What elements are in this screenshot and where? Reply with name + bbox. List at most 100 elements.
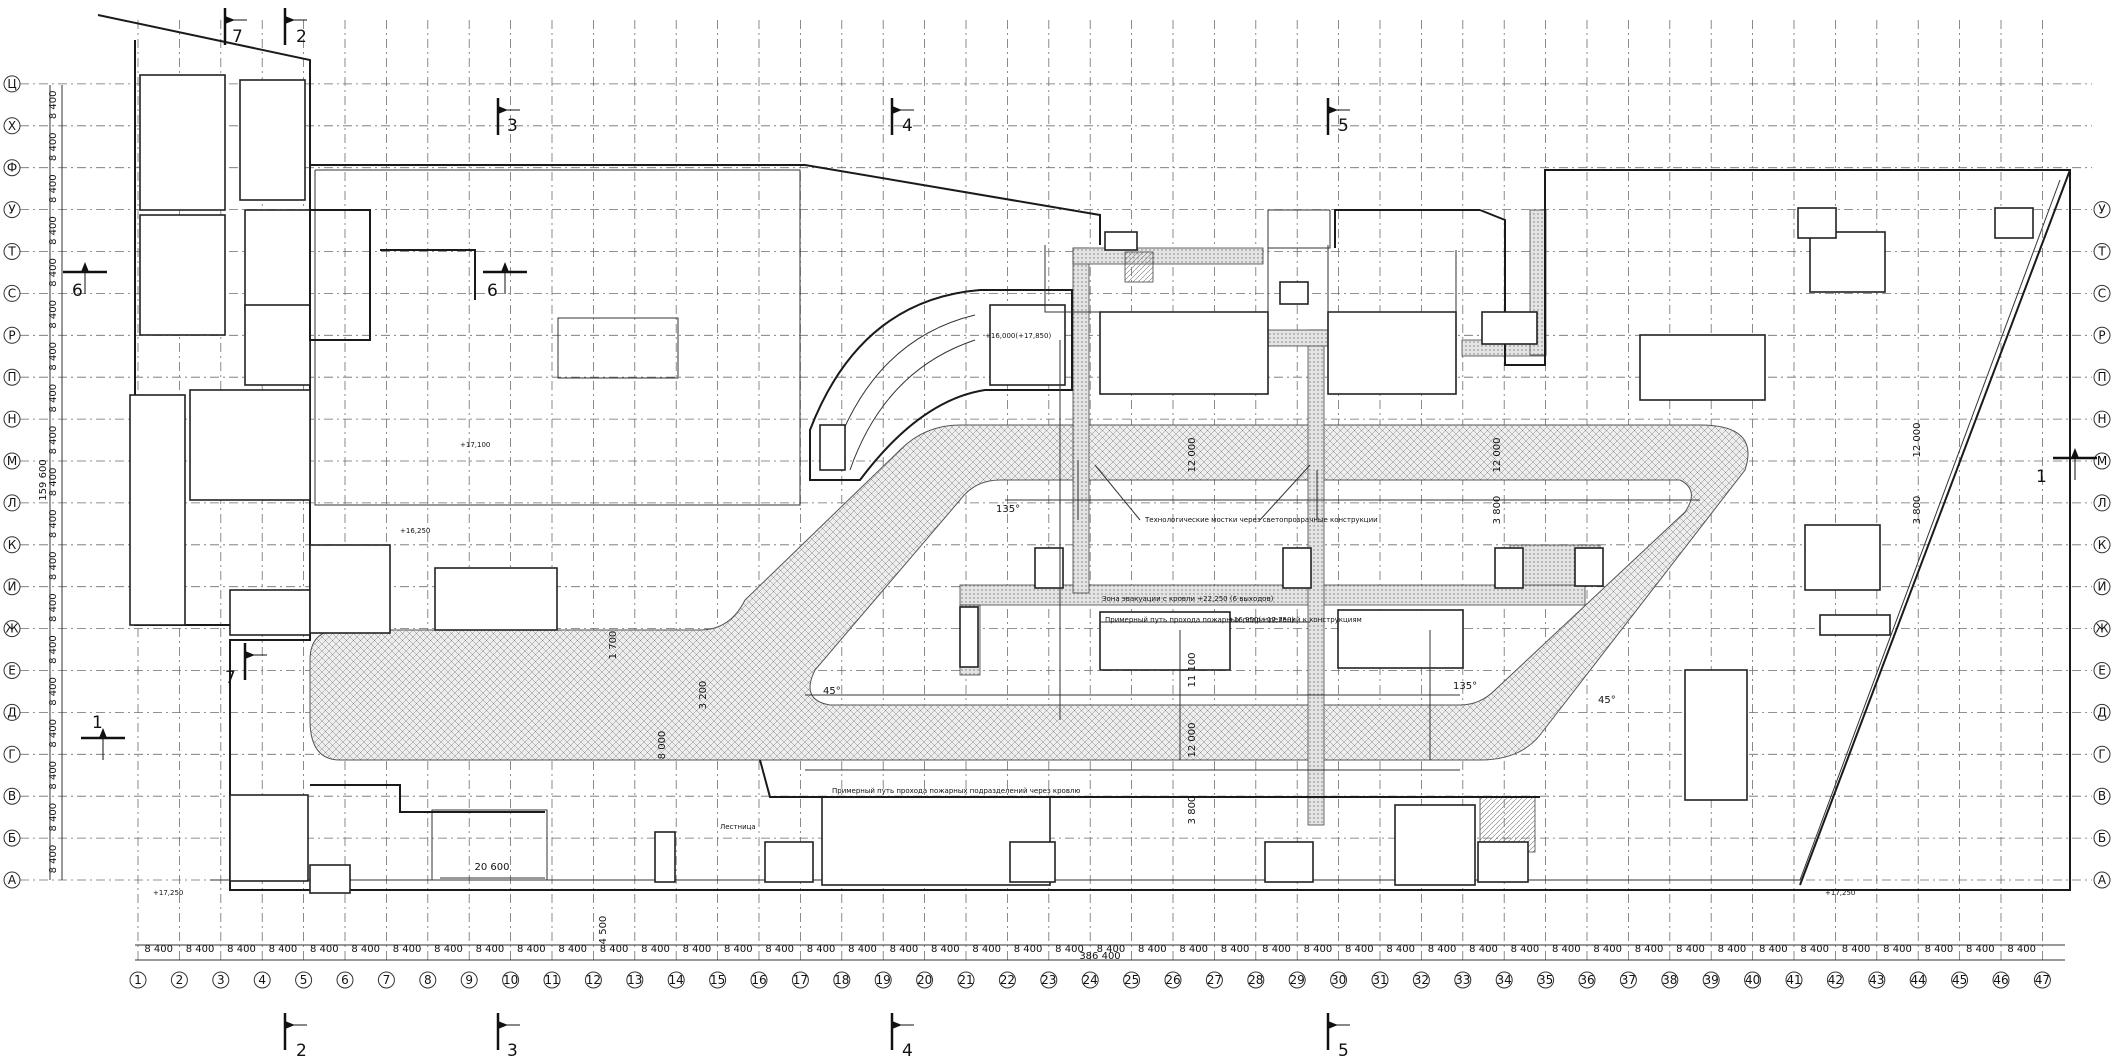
axis-bubble-col-34 <box>1495 971 1513 989</box>
axis-label-col-23: 23 <box>1041 973 1056 987</box>
axis-label-col-7: 7 <box>383 973 391 987</box>
axis-label-col-18: 18 <box>834 973 849 987</box>
axis-label-col-26: 26 <box>1165 973 1180 987</box>
axis-label-row-left-Н: Н <box>7 412 16 426</box>
axis-bubble-row-left-Д <box>3 703 21 721</box>
elev-16250: +16,250 <box>400 527 430 535</box>
bay-dim-col-16: 8 400 <box>765 944 794 955</box>
axis-bubble-col-12 <box>584 971 602 989</box>
axis-bubble-col-14 <box>667 971 685 989</box>
dim-8000: 8 000 <box>657 731 668 760</box>
bay-dim-row-М: 8 400 <box>48 426 59 455</box>
axis-bubble-row-left-И <box>3 578 21 596</box>
axis-label-row-left-У: У <box>8 203 16 217</box>
axis-bubble-row-left-У <box>3 201 21 219</box>
axis-label-col-17: 17 <box>793 973 808 987</box>
hatch-stair-top <box>1124 251 1154 283</box>
axis-label-row-left-Ф: Ф <box>7 161 17 175</box>
bay-dim-col-41: 8 400 <box>1800 944 1829 955</box>
axis-label-col-44: 44 <box>1911 973 1926 987</box>
bay-dim-col-35: 8 400 <box>1552 944 1581 955</box>
cinema-block <box>129 74 476 636</box>
section-mark-6-11-label: 6 <box>487 281 498 301</box>
axis-bubble-row-left-Х <box>3 117 21 135</box>
axis-bubble-col-29 <box>1288 971 1306 989</box>
axis-bubble-col-33 <box>1454 971 1472 989</box>
axis-label-col-9: 9 <box>465 973 473 987</box>
note-escape-zone: Зона эвакуации с кровли +22,250 (6 выход… <box>1102 595 1274 603</box>
axis-label-col-42: 42 <box>1828 973 1843 987</box>
bay-dim-col-15: 8 400 <box>724 944 753 955</box>
axis-bubble-col-17 <box>791 971 809 989</box>
axis-bubble-col-6 <box>336 971 354 989</box>
axis-bubble-row-right-К <box>2093 536 2111 554</box>
axis-label-row-left-Е: Е <box>8 664 16 678</box>
bay-dim-col-44: 8 400 <box>1925 944 1954 955</box>
axis-bubble-row-left-Г <box>3 745 21 763</box>
axis-label-row-left-Г: Г <box>8 747 15 761</box>
axis-label-row-left-Б: Б <box>8 831 16 845</box>
bay-dim-col-8: 8 400 <box>434 944 463 955</box>
bay-dim-col-38: 8 400 <box>1676 944 1705 955</box>
axis-label-row-right-Л: Л <box>2097 496 2106 510</box>
axis-bubble-col-9 <box>460 971 478 989</box>
skylight-upper-left <box>557 317 679 379</box>
axis-bubble-row-right-В <box>2093 787 2111 805</box>
axis-label-col-35: 35 <box>1538 973 1553 987</box>
axis-bubble-col-40 <box>1744 971 1762 989</box>
axis-label-col-14: 14 <box>669 973 684 987</box>
bay-dim-row-Р: 8 400 <box>48 300 59 329</box>
axis-grid <box>20 20 2092 960</box>
axis-label-row-left-М: М <box>7 454 17 468</box>
axis-label-row-right-Д: Д <box>2097 705 2106 719</box>
bay-dim-col-5: 8 400 <box>310 944 339 955</box>
axis-label-col-11: 11 <box>544 973 559 987</box>
section-mark-5-9-label: 5 <box>1338 116 1349 136</box>
axis-bubble-col-41 <box>1785 971 1803 989</box>
axis-bubble-col-30 <box>1330 971 1348 989</box>
bay-dim-col-45: 8 400 <box>1966 944 1995 955</box>
section-mark-3-5-label: 3 <box>507 116 518 136</box>
axis-bubble-col-39 <box>1702 971 1720 989</box>
bay-dim-col-39: 8 400 <box>1718 944 1747 955</box>
dim-12000b: 12 000 <box>1492 438 1503 473</box>
dim-total-height: 159 600 <box>38 459 49 500</box>
bay-dim-col-9: 8 400 <box>476 944 505 955</box>
axis-bubble-col-22 <box>998 971 1016 989</box>
axis-label-col-19: 19 <box>876 973 891 987</box>
axis-bubble-col-31 <box>1371 971 1389 989</box>
axis-label-col-38: 38 <box>1662 973 1677 987</box>
axis-bubble-row-right-Н <box>2093 410 2111 428</box>
section-mark-3-5: 3 <box>496 98 520 136</box>
axis-label-row-left-Х: Х <box>8 119 16 133</box>
axis-label-row-left-Ц: Ц <box>7 77 16 91</box>
angle-135-left: 135° <box>996 504 1020 515</box>
axis-bubble-row-right-У <box>2093 201 2111 219</box>
axis-bubble-row-right-П <box>2093 368 2111 386</box>
axis-bubble-col-20 <box>916 971 934 989</box>
dimension-lines <box>49 85 2065 961</box>
axis-bubble-row-right-А <box>2093 871 2111 889</box>
bay-dim-row-Ф: 8 400 <box>48 132 59 161</box>
axis-bubble-col-32 <box>1412 971 1430 989</box>
angle-135-right: 135° <box>1453 681 1477 692</box>
axis-bubble-col-13 <box>626 971 644 989</box>
axis-bubble-col-44 <box>1909 971 1927 989</box>
section-mark-4-6: 4 <box>890 1013 914 1061</box>
bay-dim-row-Е: 8 400 <box>48 635 59 664</box>
axis-label-row-right-Р: Р <box>2098 328 2105 342</box>
axis-bubble-row-right-Е <box>2093 662 2111 679</box>
axis-label-row-left-Д: Д <box>7 705 16 719</box>
bay-dim-col-42: 8 400 <box>1842 944 1871 955</box>
axis-bubble-row-left-Т <box>3 243 21 260</box>
axis-label-row-right-С: С <box>2098 286 2106 300</box>
axis-bubble-row-left-Б <box>3 829 21 847</box>
axis-label-col-21: 21 <box>958 973 973 987</box>
axis-bubble-row-right-Т <box>2093 243 2111 260</box>
axis-label-col-8: 8 <box>424 973 432 987</box>
note-fire-route-2: Примерный путь прохода пожарных подразде… <box>832 787 1080 795</box>
axis-label-col-4: 4 <box>258 973 266 987</box>
bay-dim-row-И: 8 400 <box>48 551 59 580</box>
bay-dim-row-В: 8 400 <box>48 761 59 790</box>
